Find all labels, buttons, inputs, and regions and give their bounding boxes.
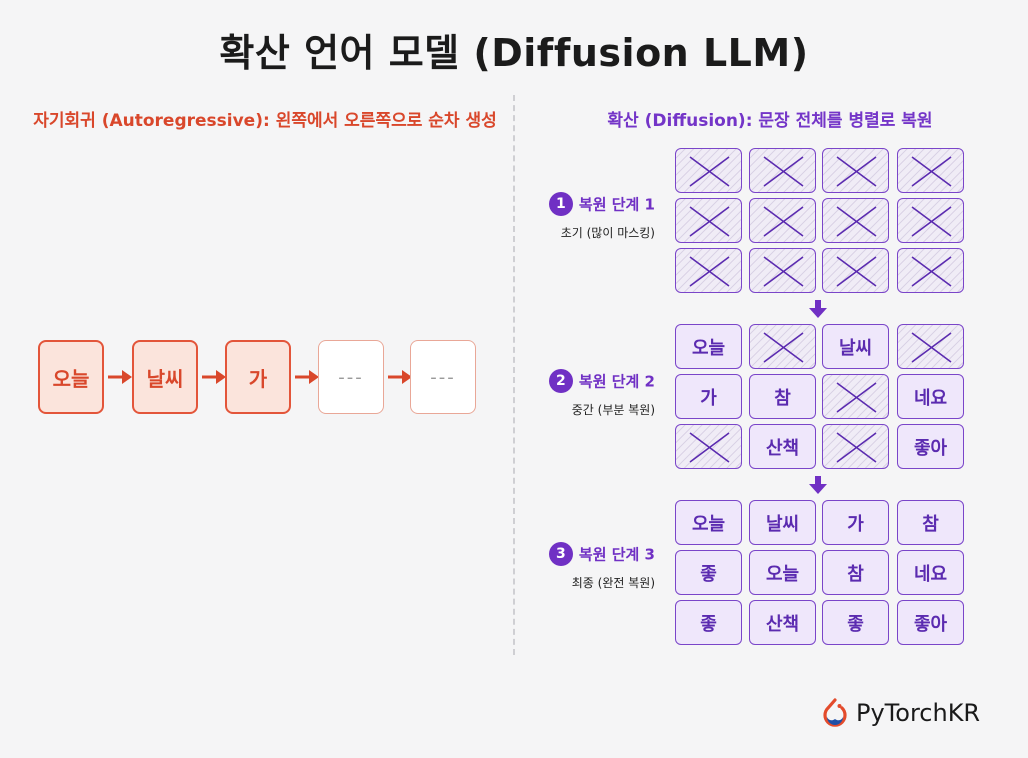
token-cell: 참 [749,374,816,419]
token-cell: 오늘 [675,324,742,369]
mask-x-icon [836,206,877,237]
mask-x-icon [836,256,877,287]
arrow-down-icon [809,476,827,494]
mask-x-icon [689,206,730,237]
stage-subtitle: 중간 (부분 복원) [571,403,655,417]
token-cell: 참 [897,500,964,545]
ar-pending-box: --- [410,340,476,414]
mask-x-icon [689,156,730,187]
stage-subtitle: 초기 (많이 마스킹) [560,226,655,240]
logo-text: PyTorchKR [856,699,981,727]
masked-token-cell [897,248,964,293]
masked-token-cell [675,424,742,469]
token-cell: 오늘 [749,550,816,595]
pytorchkr-logo: PyTorchKR [822,698,980,728]
arrow-right-icon [295,370,319,384]
mask-x-icon [836,432,877,463]
autoregressive-heading: 자기회귀 (Autoregressive): 왼쪽에서 오른쪽으로 순차 생성 [33,111,497,131]
stage-1-label: 1 복원 단계 1 초기 (많이 마스킹) [530,192,655,241]
stage-3-label: 3 복원 단계 3 최종 (완전 복원) [530,542,655,591]
stage-number-badge: 2 [548,369,573,393]
mask-x-icon [911,206,952,237]
mask-x-icon [836,382,877,413]
masked-token-cell [749,324,816,369]
token-cell: 산책 [749,424,816,469]
masked-token-cell [897,324,964,369]
token-cell: 네요 [897,374,964,419]
arrow-down-icon [809,300,827,318]
token-cell: 좋아 [897,424,964,469]
mask-x-icon [763,206,804,237]
ar-token-box: 날씨 [132,340,198,414]
masked-token-cell [749,248,816,293]
section-divider [513,95,515,655]
mask-x-icon [763,332,804,363]
pytorch-flame-icon [823,698,847,727]
ar-pending-box: --- [318,340,384,414]
ar-token-box: 가 [225,340,291,414]
masked-token-cell [822,424,889,469]
mask-x-icon [689,432,730,463]
stage-2-label: 2 복원 단계 2 중간 (부분 복원) [530,369,655,418]
arrow-right-icon [108,370,132,384]
masked-token-cell [675,198,742,243]
masked-token-cell [822,248,889,293]
diffusion-heading: 확산 (Diffusion): 문장 전체를 병렬로 복원 [607,111,933,131]
token-cell: 네요 [897,550,964,595]
mask-x-icon [836,156,877,187]
token-cell: 가 [675,374,742,419]
mask-x-icon [911,256,952,287]
stage-number-badge: 1 [548,192,573,216]
mask-x-icon [763,156,804,187]
mask-x-icon [763,256,804,287]
token-cell: 날씨 [749,500,816,545]
stage-title: 복원 단계 3 [578,545,655,564]
token-cell: 좋 [675,600,742,645]
token-cell: 날씨 [822,324,889,369]
page-title: 확산 언어 모델 (Diffusion LLM) [219,31,809,75]
stage-number-badge: 3 [548,542,573,566]
masked-token-cell [897,148,964,193]
mask-x-icon [689,256,730,287]
token-cell: 오늘 [675,500,742,545]
masked-token-cell [822,148,889,193]
masked-token-cell [675,148,742,193]
masked-token-cell [822,198,889,243]
stage-title: 복원 단계 1 [578,195,655,214]
masked-token-cell [822,374,889,419]
token-cell: 참 [822,550,889,595]
ar-token-box: 오늘 [38,340,104,414]
mask-x-icon [911,332,952,363]
masked-token-cell [749,148,816,193]
masked-token-cell [675,248,742,293]
stage-subtitle: 최종 (완전 복원) [571,576,655,590]
arrow-right-icon [202,370,226,384]
masked-token-cell [749,198,816,243]
mask-x-icon [911,156,952,187]
token-cell: 산책 [749,600,816,645]
token-cell: 좋아 [897,600,964,645]
token-cell: 가 [822,500,889,545]
arrow-right-icon [388,370,412,384]
token-cell: 좋 [822,600,889,645]
token-cell: 좋 [675,550,742,595]
stage-title: 복원 단계 2 [578,372,655,391]
masked-token-cell [897,198,964,243]
